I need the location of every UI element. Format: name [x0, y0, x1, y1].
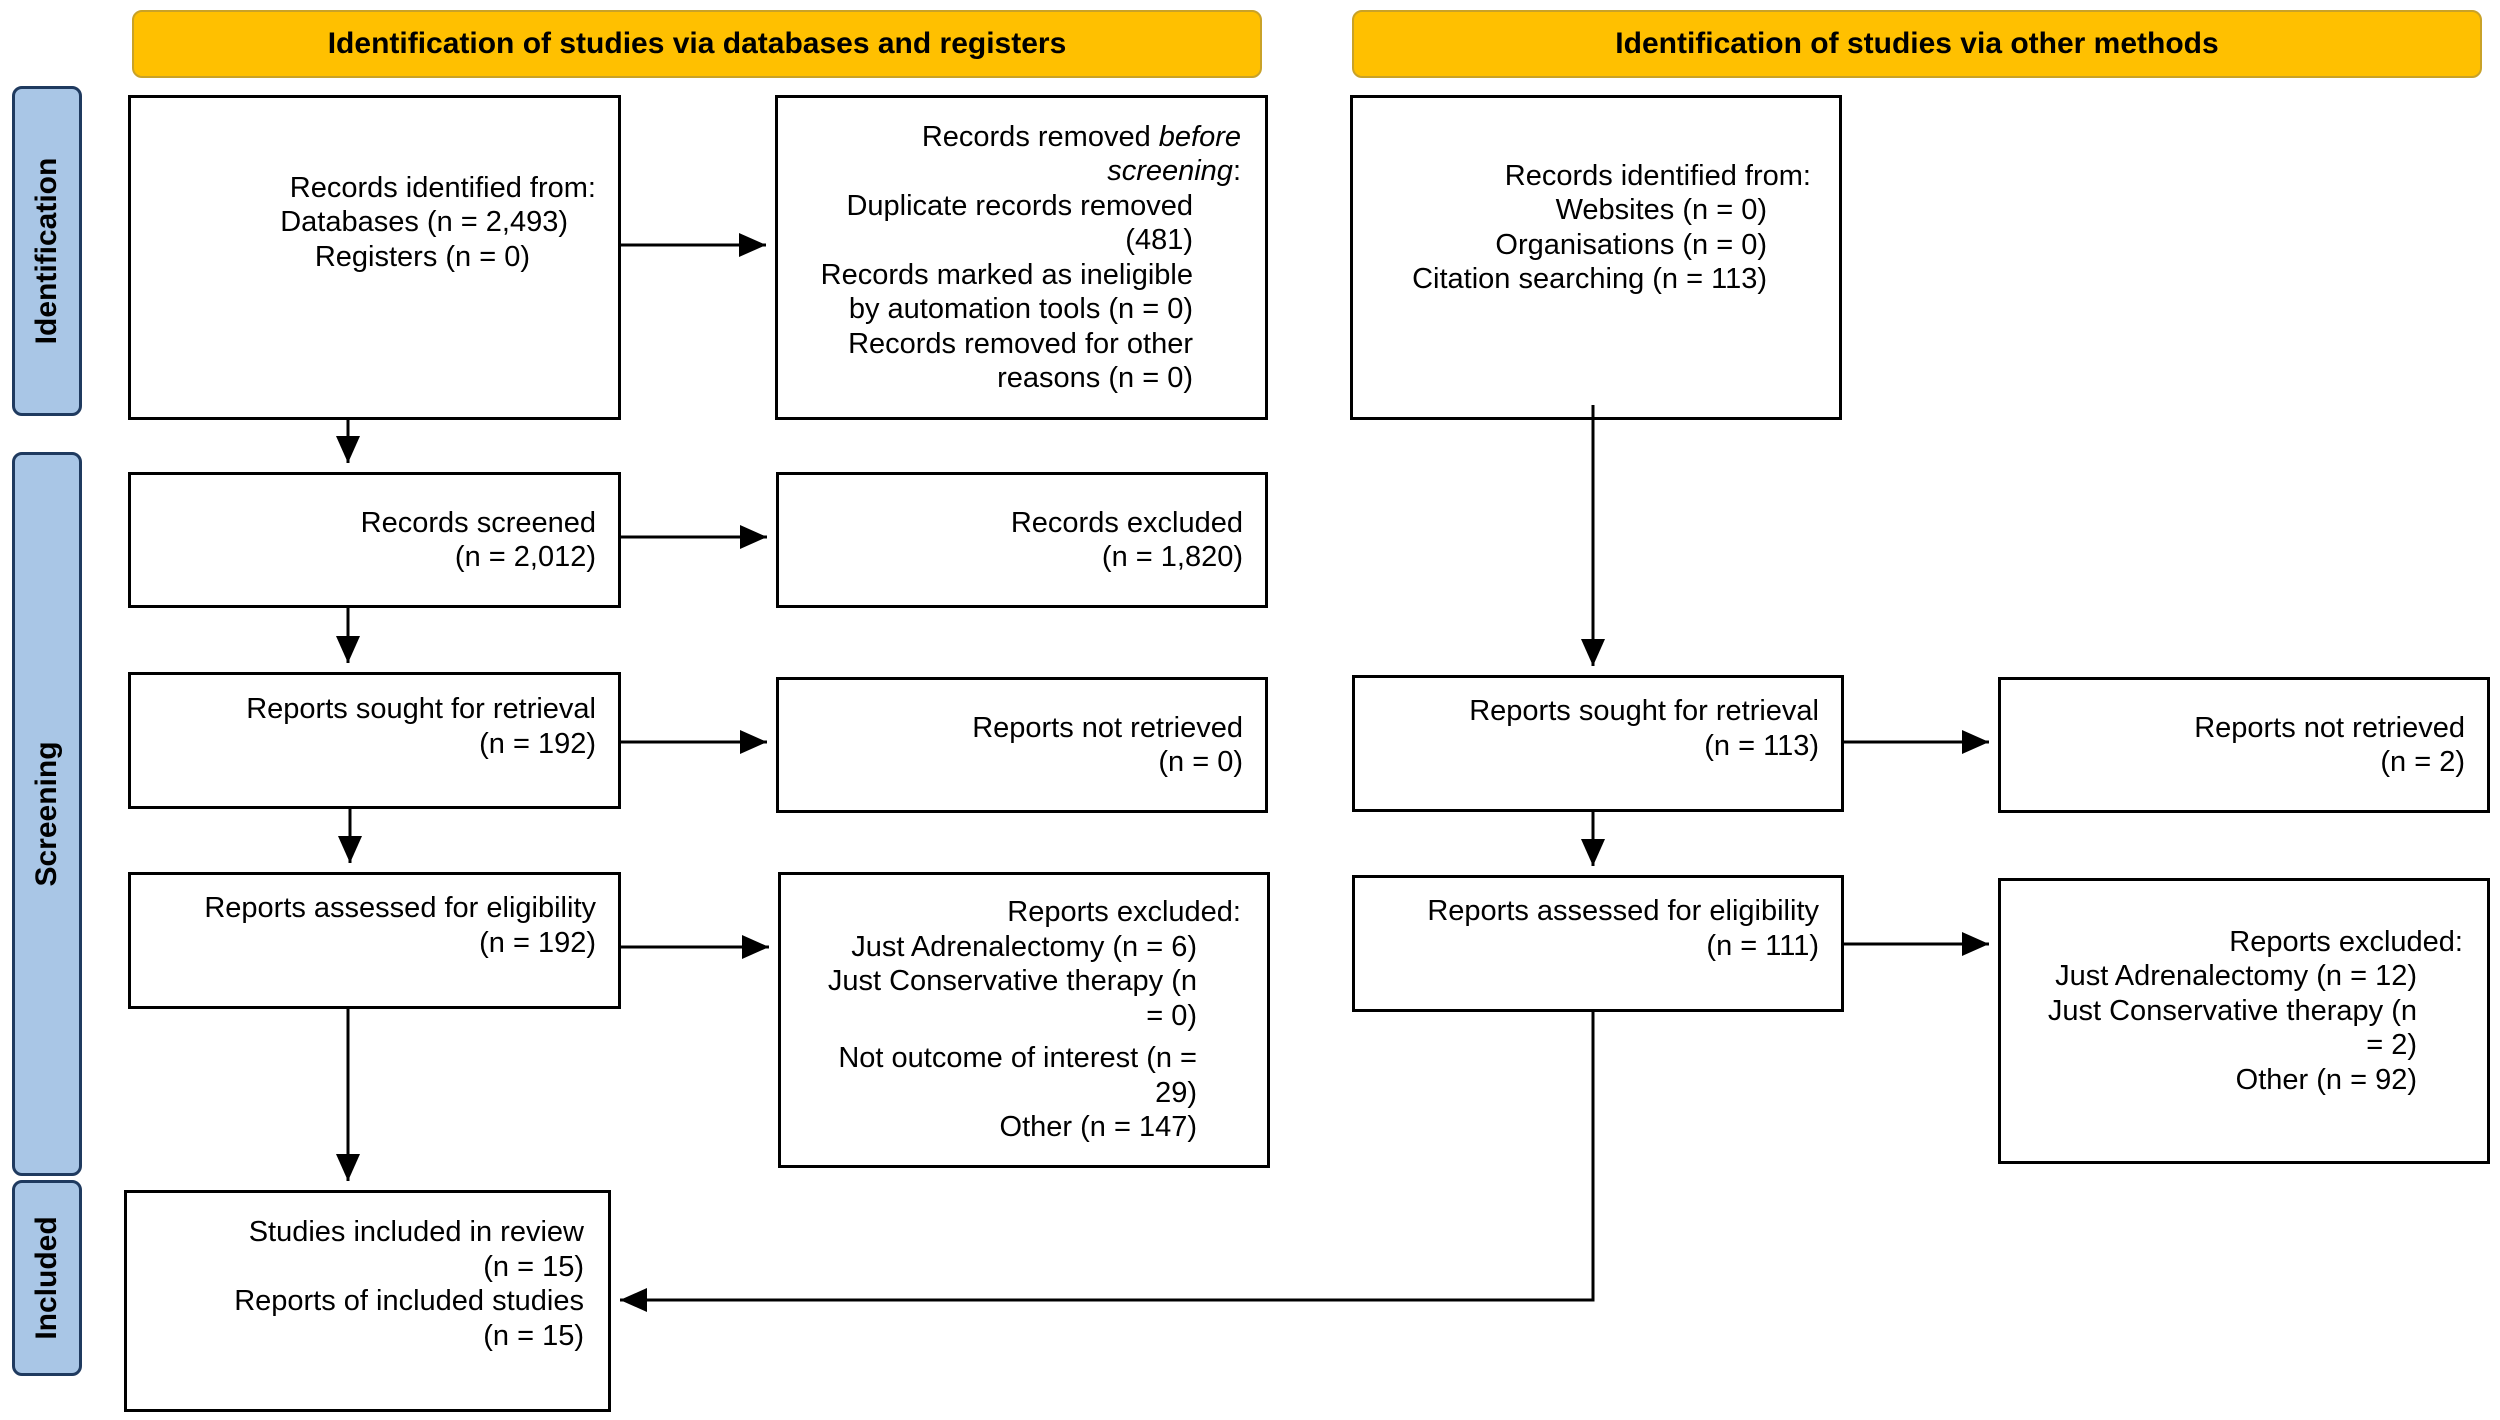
records-removed-box: Records removed before screening: Duplic…	[775, 95, 1268, 420]
right-records-identified-box: Records identified from: Websites (n = 0…	[1350, 95, 1842, 420]
arrow-right-assessed-to-included	[620, 1012, 1595, 1312]
left-not-retrieved-label: Reports not retrieved	[972, 711, 1243, 744]
right-assessed-label: Reports assessed for eligibility	[1427, 895, 1819, 927]
left-excluded-conservative-count: = 0)	[1146, 999, 1197, 1032]
right-excluded-title: Reports excluded:	[2229, 925, 2463, 958]
records-removed-title: Records removed before	[922, 120, 1241, 155]
records-removed-title-a: Records removed	[921, 120, 1159, 153]
right-records-citation: Citation searching (n = 113)	[1412, 263, 1767, 295]
right-records-identified-title: Records identified from:	[1504, 159, 1811, 192]
right-excluded-box: Reports excluded: Just Adrenalectomy (n …	[1998, 878, 2490, 1164]
left-sought-count: (n = 192)	[479, 727, 596, 760]
right-excluded-conservative: Just Conservative therapy (n	[2047, 994, 2417, 1027]
records-excluded-count: (n = 1,820)	[1101, 541, 1243, 573]
records-removed-duplicate-count: (481)	[1125, 224, 1193, 256]
left-not-retrieved-count: (n = 0)	[1158, 746, 1243, 778]
included-reports-label: Reports of included studies	[234, 1285, 584, 1317]
header-other-methods: Identification of studies via other meth…	[1352, 10, 2482, 78]
right-excluded-adrenalectomy: Just Adrenalectomy (n = 12)	[2055, 960, 2417, 993]
left-excluded-adrenalectomy: Just Adrenalectomy (n = 6)	[851, 930, 1197, 963]
left-sought-label: Reports sought for retrieval	[246, 693, 596, 725]
records-screened-label: Records screened	[360, 506, 596, 539]
left-not-retrieved-box: Reports not retrieved (n = 0)	[776, 677, 1268, 813]
records-removed-ineligible: Records marked as ineligible	[820, 258, 1193, 291]
records-excluded-label: Records excluded	[1010, 506, 1243, 539]
right-records-organisations: Organisations (n = 0)	[1495, 228, 1767, 261]
records-removed-other: Records removed for other	[848, 327, 1193, 360]
right-excluded-other: Other (n = 92)	[2235, 1063, 2417, 1096]
stage-screening: Screening	[12, 452, 82, 1176]
left-records-registers: Registers (n = 0)	[314, 240, 530, 273]
left-excluded-title: Reports excluded:	[1007, 896, 1241, 929]
records-removed-title-line2: screening:	[1107, 154, 1241, 189]
records-removed-title-d: :	[1232, 155, 1241, 187]
left-records-identified-box: Records identified from: Databases (n = …	[128, 95, 621, 420]
header-databases-registers-label: Identification of studies via databases …	[327, 27, 1067, 60]
left-records-identified-title: Records identified from:	[289, 171, 596, 204]
right-not-retrieved-label: Reports not retrieved	[2194, 711, 2465, 744]
right-sought-count: (n = 113)	[1704, 729, 1819, 762]
records-removed-other-count: reasons (n = 0)	[997, 362, 1193, 394]
header-databases-registers: Identification of studies via databases …	[132, 10, 1262, 78]
stage-included: Included	[12, 1180, 82, 1376]
included-box: Studies included in review (n = 15) Repo…	[124, 1190, 611, 1412]
right-records-websites: Websites (n = 0)	[1555, 194, 1767, 226]
records-removed-title-b: before	[1158, 120, 1241, 153]
right-sought-label: Reports sought for retrieval	[1469, 695, 1819, 727]
records-removed-title-c: screening	[1107, 155, 1233, 187]
left-excluded-outcome-count: 29)	[1155, 1076, 1197, 1109]
records-screened-count: (n = 2,012)	[454, 541, 596, 573]
left-excluded-conservative: Just Conservative therapy (n	[827, 965, 1197, 998]
records-screened-box: Records screened (n = 2,012)	[128, 472, 621, 608]
left-assessed-label: Reports assessed for eligibility	[204, 892, 596, 924]
left-records-databases: Databases (n = 2,493)	[280, 206, 568, 239]
records-excluded-box: Records excluded (n = 1,820)	[776, 472, 1268, 608]
included-reports-count: (n = 15)	[483, 1319, 584, 1352]
left-assessed-box: Reports assessed for eligibility (n = 19…	[128, 872, 621, 1009]
included-studies-label: Studies included in review	[248, 1216, 584, 1248]
right-excluded-conservative-count: = 2)	[2366, 1029, 2417, 1062]
included-studies-count: (n = 15)	[483, 1250, 584, 1283]
left-excluded-box: Reports excluded: Just Adrenalectomy (n …	[778, 872, 1270, 1168]
stage-identification: Identification	[12, 86, 82, 416]
right-not-retrieved-box: Reports not retrieved (n = 2)	[1998, 677, 2490, 813]
right-sought-box: Reports sought for retrieval (n = 113)	[1352, 675, 1844, 812]
header-other-methods-label: Identification of studies via other meth…	[1615, 27, 2219, 60]
left-sought-box: Reports sought for retrieval (n = 192)	[128, 672, 621, 809]
right-not-retrieved-count: (n = 2)	[2380, 746, 2465, 778]
right-assessed-count: (n = 111)	[1706, 929, 1819, 962]
right-assessed-box: Reports assessed for eligibility (n = 11…	[1352, 875, 1844, 1012]
left-excluded-outcome: Not outcome of interest (n =	[838, 1042, 1197, 1075]
records-removed-duplicate: Duplicate records removed	[846, 189, 1193, 222]
records-removed-automation: by automation tools (n = 0)	[848, 293, 1193, 325]
left-excluded-other: Other (n = 147)	[999, 1111, 1197, 1144]
left-assessed-count: (n = 192)	[479, 926, 596, 959]
